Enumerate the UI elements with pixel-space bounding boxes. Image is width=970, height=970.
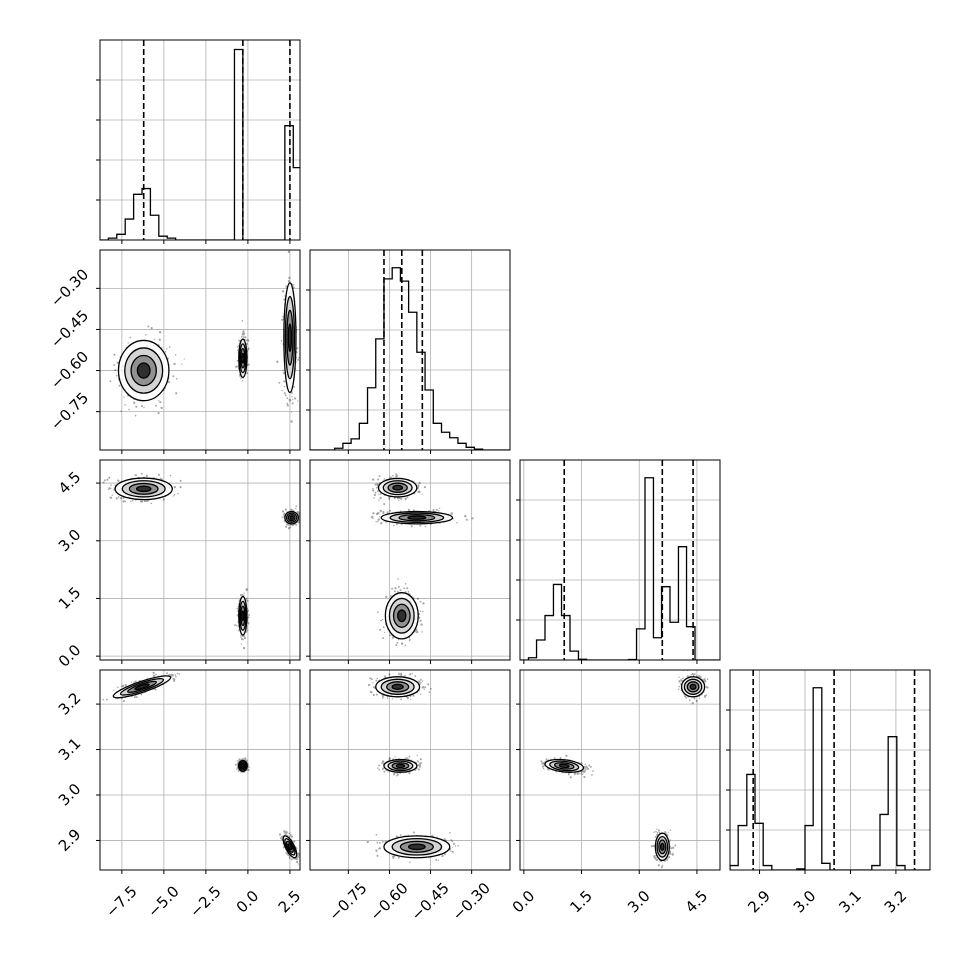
density-contour <box>659 842 665 851</box>
density-panel <box>100 460 300 660</box>
density-contour <box>407 843 426 851</box>
density-contour <box>241 763 245 768</box>
density-contour <box>392 484 404 491</box>
density-contour <box>135 485 152 493</box>
density-contour <box>241 352 245 364</box>
density-contour <box>391 683 404 690</box>
histogram-panel <box>310 250 510 450</box>
panel-frame <box>519 459 721 661</box>
histogram-step <box>730 687 930 870</box>
panel-frame <box>99 459 301 661</box>
density-contour <box>136 362 151 379</box>
density-panel <box>100 670 300 870</box>
panel-frame <box>309 669 511 871</box>
histogram-step <box>310 267 510 450</box>
density-panel <box>100 250 300 450</box>
density-contour <box>241 610 245 622</box>
density-contour <box>134 683 150 691</box>
density-contour <box>287 323 293 353</box>
density-contour <box>407 515 427 520</box>
panel-frame <box>99 249 301 451</box>
density-contour <box>289 515 294 520</box>
density-contour <box>397 609 407 623</box>
density-panel <box>310 670 510 870</box>
density-contour <box>689 683 697 690</box>
histogram-panel <box>520 460 720 660</box>
panel-frame <box>99 669 301 871</box>
density-panel <box>520 670 720 870</box>
histogram-step <box>100 48 300 240</box>
density-panel <box>310 460 510 660</box>
panel-frame <box>99 39 301 241</box>
panel-frame <box>309 459 511 661</box>
histogram-panel <box>100 40 300 240</box>
histogram-step <box>520 477 720 660</box>
density-contour <box>395 763 406 769</box>
density-contour <box>558 763 570 769</box>
histogram-panel <box>730 670 930 870</box>
panel-frame <box>729 669 931 871</box>
density-contour <box>287 843 293 851</box>
panel-frame <box>309 249 511 451</box>
panel-frame <box>519 669 721 871</box>
